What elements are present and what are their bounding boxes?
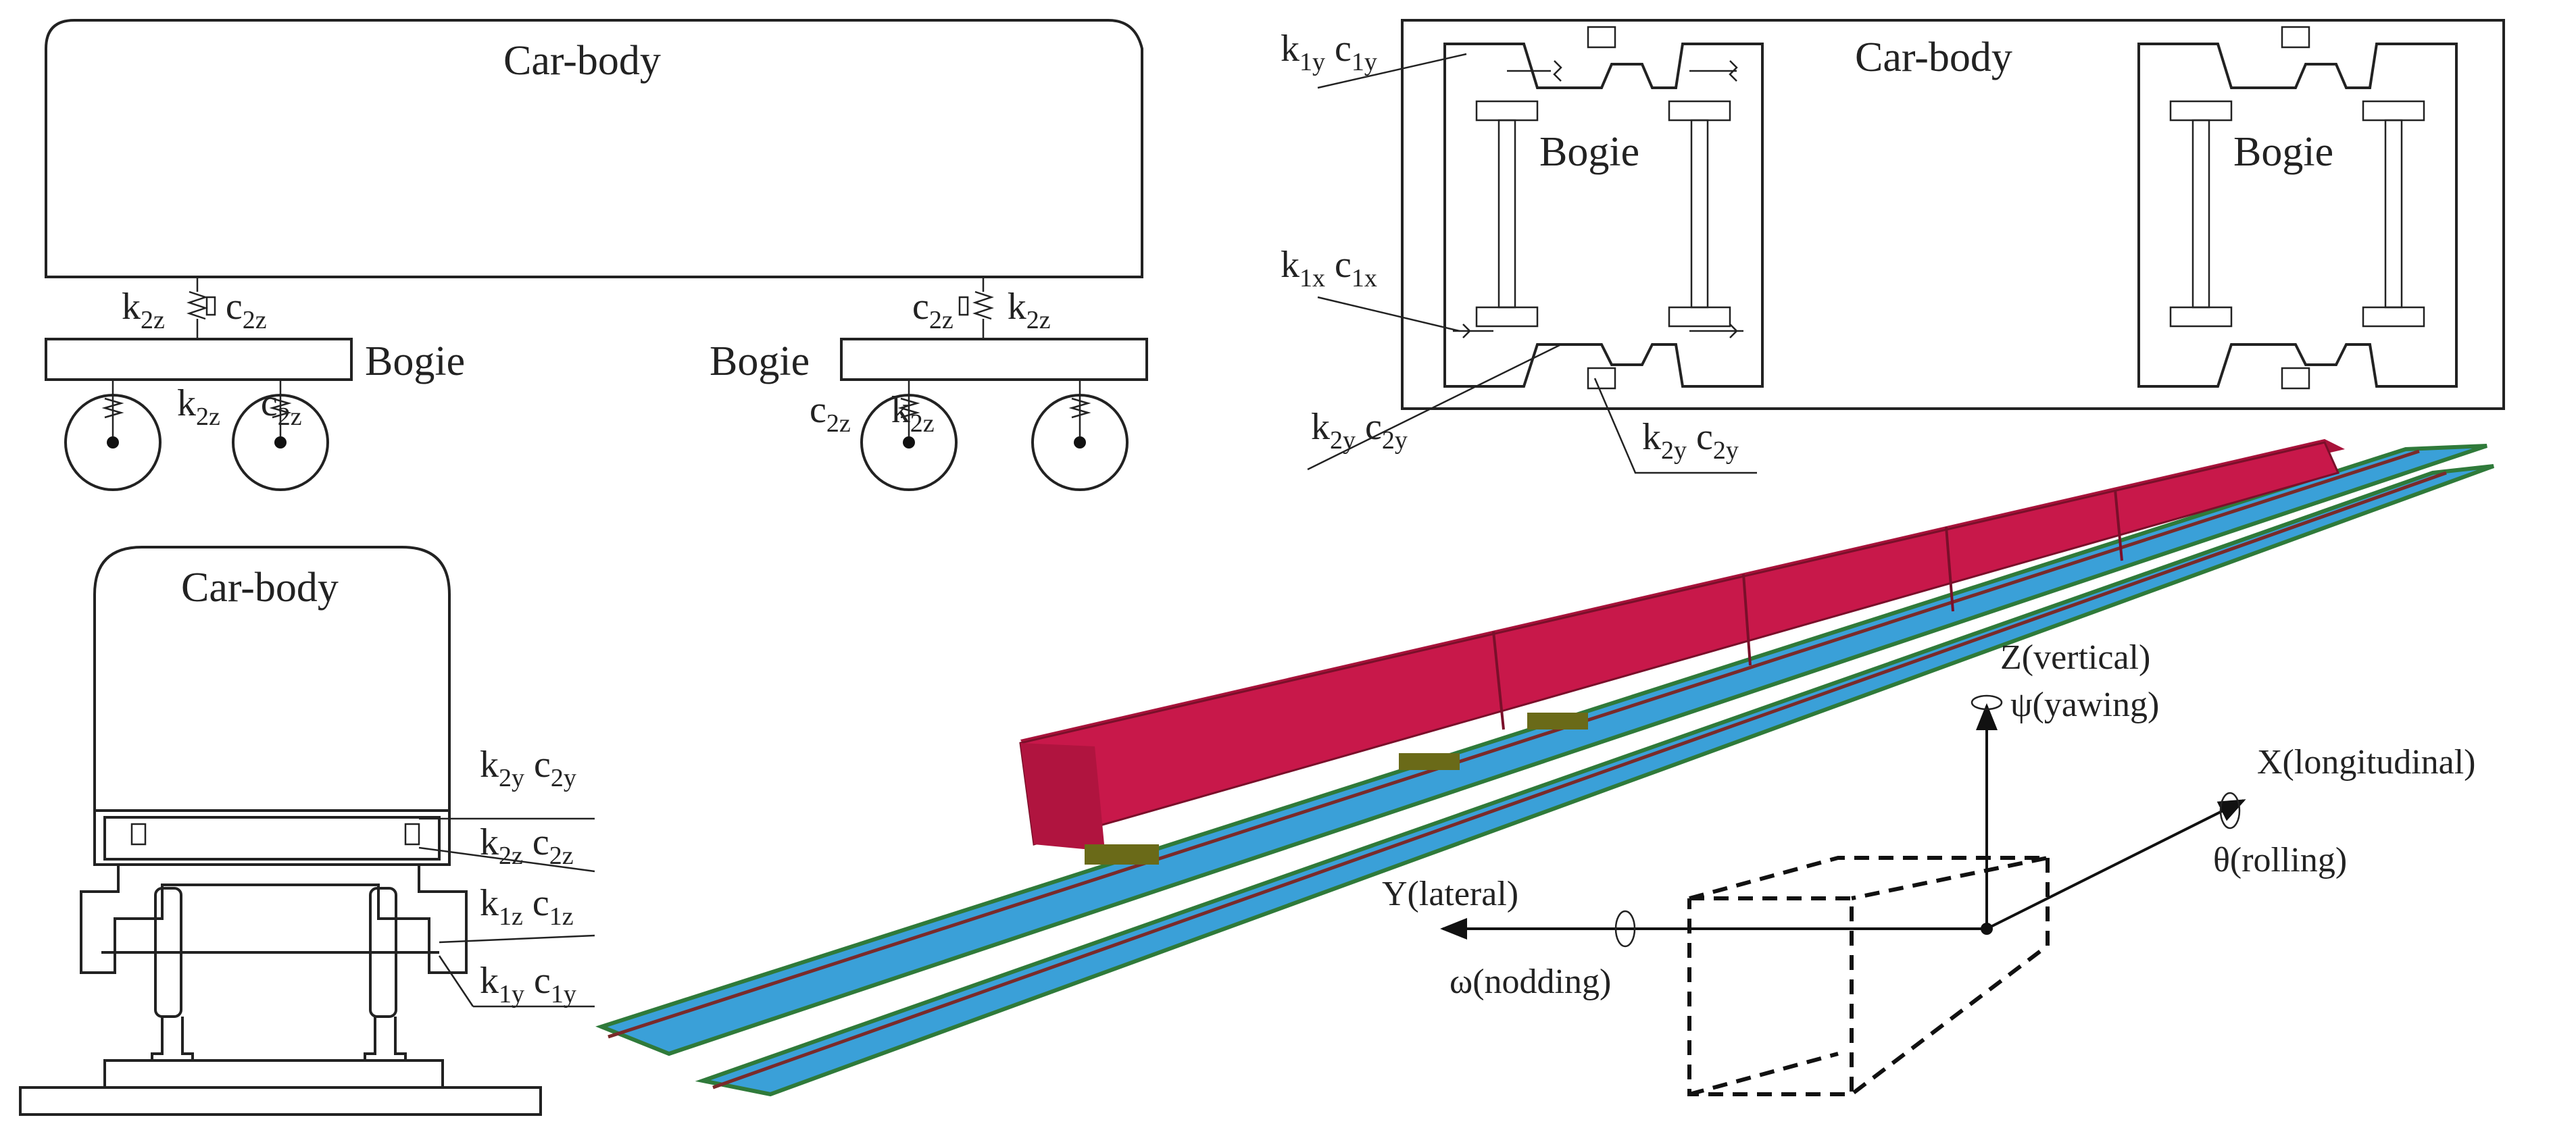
y-axis-label: Y(lateral) — [1382, 875, 1518, 913]
train-3d-model — [595, 439, 2495, 1097]
end-bolster-inner — [103, 816, 441, 861]
dashed-box-side — [1850, 858, 2050, 1096]
top-bogie-left — [1443, 26, 1764, 390]
theta-label: θ(rolling) — [2213, 841, 2347, 879]
side-wheel-3 — [860, 380, 958, 491]
bogie-mesh-3 — [1527, 713, 1588, 730]
callout-1x-line — [1317, 296, 1460, 332]
top-carbody — [1401, 19, 2505, 410]
callout-2y-a-line — [1307, 343, 1562, 471]
top-carbody-label: Car-body — [1855, 34, 2012, 80]
side-bogie-right-label: Bogie — [710, 338, 810, 384]
side-wheel-2 — [232, 380, 329, 491]
psi-label: ψ(yawing) — [2010, 686, 2159, 724]
roll-rotation-icon — [2219, 792, 2241, 829]
z-axis-label: Z(vertical) — [2000, 638, 2150, 677]
x-axis-label: X(longitudinal) — [2257, 743, 2476, 782]
top-bogie-right-label: Bogie — [2233, 129, 2333, 175]
end-rail-right — [364, 1017, 407, 1062]
end-slab — [103, 1059, 444, 1089]
x-axis-arrow — [1986, 799, 2246, 930]
end-bolster — [93, 809, 451, 866]
end-wheel-right — [369, 887, 397, 1018]
side-secondary-spring-right — [958, 277, 994, 338]
end-base — [19, 1086, 542, 1116]
dashed-box-top — [1689, 856, 2048, 900]
callout-1y-line — [1317, 53, 1467, 89]
side-bogie-left — [45, 338, 353, 381]
track-right — [695, 464, 2495, 1097]
track-left — [595, 444, 2487, 1056]
top-bogie-left-label: Bogie — [1539, 129, 1639, 175]
top-bogie-right — [2137, 26, 2458, 390]
bogie-mesh-2 — [1399, 753, 1460, 770]
callout-2y-b-line — [1593, 378, 1757, 474]
side-secondary-spring-left — [187, 277, 216, 338]
bogie-mesh-1 — [1085, 844, 1159, 865]
dashed-box-front — [1687, 896, 1854, 1096]
side-carbody — [45, 19, 1143, 278]
side-wheel-1 — [64, 380, 162, 491]
pitch-rotation-icon — [1614, 910, 1636, 948]
end-carbody-label: Car-body — [181, 565, 339, 611]
yaw-rotation-icon — [1971, 694, 2003, 711]
side-wheel-4 — [1031, 380, 1129, 491]
end-wheel-left — [154, 887, 182, 1018]
side-carbody-label: Car-body — [503, 38, 661, 84]
side-bogie-right — [840, 338, 1148, 381]
end-bogie-frame — [80, 865, 468, 974]
train-front-face — [1020, 743, 1105, 851]
omega-label: ω(nodding) — [1450, 963, 1611, 1001]
side-bogie-left-label: Bogie — [365, 338, 465, 384]
origin-point — [1981, 923, 1993, 935]
end-carbody — [93, 546, 451, 812]
end-rail-left — [151, 1017, 194, 1062]
coordinate-system: Z(vertical) ψ(yawing) X(longitudinal) θ(… — [1382, 638, 2476, 1096]
